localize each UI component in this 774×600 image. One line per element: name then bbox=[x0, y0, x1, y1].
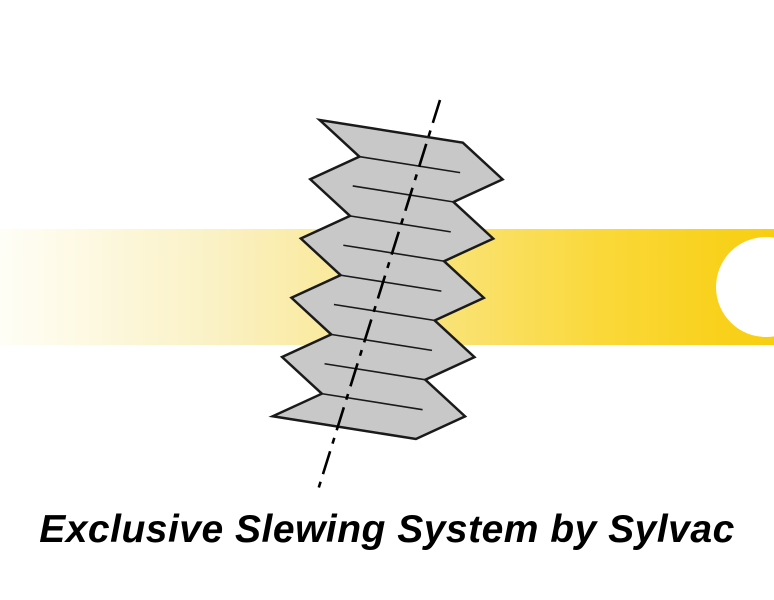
thread-outline bbox=[268, 118, 505, 441]
band-notch bbox=[716, 237, 774, 337]
thread-profile bbox=[268, 118, 505, 441]
thread-flank-lines bbox=[319, 155, 461, 411]
thread-axis-line bbox=[316, 99, 442, 491]
caption: Exclusive Slewing System by Sylvac bbox=[39, 508, 735, 551]
